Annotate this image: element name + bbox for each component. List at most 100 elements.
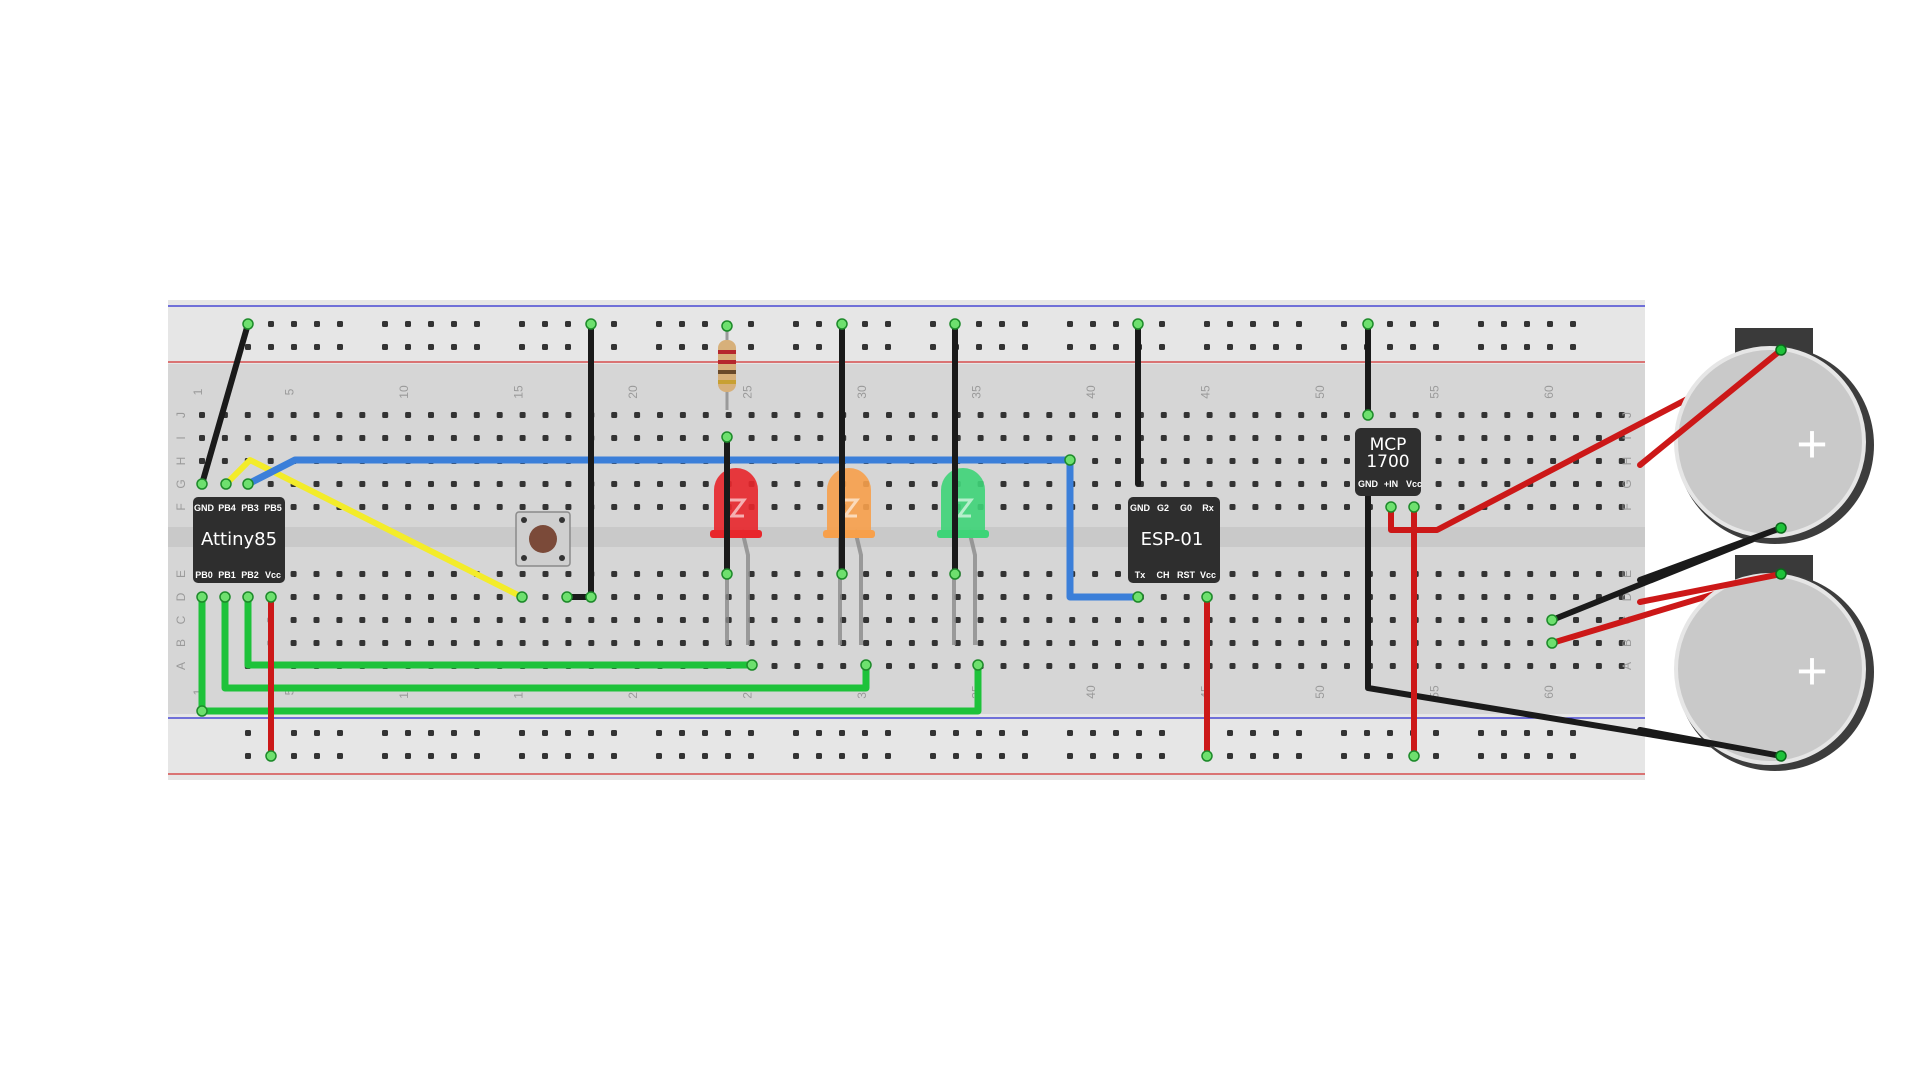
breadboard-hole (382, 481, 389, 487)
breadboard-hole (1046, 481, 1053, 487)
rail-hole (314, 753, 320, 759)
wire-end (1362, 409, 1374, 421)
esp01-pin-rx: Rx (1202, 503, 1214, 513)
rail-hole (337, 344, 343, 350)
rail-hole (1501, 344, 1507, 350)
wire-end (1064, 454, 1076, 466)
breadboard-hole (267, 458, 274, 464)
breadboard-hole (1023, 594, 1030, 600)
breadboard-hole (1183, 594, 1190, 600)
breadboard-hole (908, 435, 915, 441)
breadboard-hole (1550, 412, 1557, 418)
breadboard-hole (657, 617, 663, 623)
rail-hole (1113, 753, 1119, 759)
breadboard-hole (1137, 617, 1144, 623)
rail-hole (839, 753, 845, 759)
rail-hole (1136, 753, 1142, 759)
rail-hole (1433, 344, 1439, 350)
breadboard-hole (611, 435, 618, 441)
rail-hole (1433, 730, 1439, 736)
rail-hole (291, 344, 297, 350)
breadboard-hole (1275, 412, 1282, 418)
rail-hole (1341, 344, 1347, 350)
breadboard-hole (1435, 594, 1442, 600)
button-cap[interactable] (529, 525, 557, 553)
breadboard-hole (1458, 412, 1465, 418)
breadboard-hole (657, 435, 663, 441)
breadboard-hole (1573, 412, 1579, 418)
breadboard-hole (1321, 571, 1328, 577)
breadboard-hole (931, 504, 938, 510)
breadboard-hole (1298, 571, 1305, 577)
rail-hole (748, 321, 754, 327)
breadboard-hole (1069, 435, 1076, 441)
wire-end (746, 659, 758, 671)
breadboard-hole (748, 571, 755, 577)
attiny85-pin-pb3: PB3 (241, 503, 259, 513)
breadboard-hole (1618, 640, 1625, 646)
breadboard-hole (1527, 617, 1534, 623)
breadboard-hole (1389, 571, 1396, 577)
breadboard-hole (359, 435, 366, 441)
breadboard-hole (1298, 458, 1305, 464)
breadboard-hole (542, 435, 549, 441)
breadboard-hole (1595, 458, 1602, 464)
breadboard-hole (794, 412, 801, 418)
rail-hole (474, 730, 480, 736)
breadboard-hole (748, 412, 755, 418)
breadboard-hole (748, 640, 755, 646)
rail-hole (405, 730, 411, 736)
breadboard-hole (634, 435, 641, 441)
breadboard-hole (1298, 640, 1305, 646)
breadboard-hole (1321, 412, 1328, 418)
column-number-top: 20 (626, 385, 640, 399)
rail-hole (428, 321, 434, 327)
rail-hole (405, 753, 411, 759)
breadboard-hole (1481, 663, 1488, 669)
rail-hole (1159, 321, 1165, 327)
wire-end (949, 568, 961, 580)
breadboard-hole (1023, 412, 1030, 418)
breadboard-hole (1550, 458, 1557, 464)
breadboard-hole (1137, 640, 1144, 646)
breadboard-hole (1046, 594, 1053, 600)
wire-end (242, 478, 254, 490)
breadboard-hole (1504, 617, 1511, 623)
breadboard-hole (794, 663, 801, 669)
rail-hole (451, 753, 457, 759)
breadboard-hole (1435, 412, 1442, 418)
rail-hole (816, 730, 822, 736)
rail-hole (1296, 730, 1302, 736)
wire-end (1201, 750, 1213, 762)
breadboard-hole (428, 481, 434, 487)
breadboard-hole (748, 617, 755, 623)
column-number-top: 30 (855, 385, 869, 399)
breadboard-hole (313, 640, 320, 646)
rail-hole (1570, 321, 1576, 327)
breadboard-hole (1595, 435, 1602, 441)
breadboard-hole (1321, 640, 1328, 646)
rail-hole (1478, 730, 1484, 736)
row-letter: I (1620, 436, 1634, 439)
breadboard-hole (1527, 663, 1534, 669)
breadboard-hole (886, 504, 892, 510)
breadboard-hole (1023, 571, 1030, 577)
breadboard-hole (611, 640, 618, 646)
breadboard-hole (1618, 458, 1625, 464)
wire-end (860, 659, 872, 671)
column-number-top: 60 (1542, 385, 1556, 399)
breadboard-hole (1298, 617, 1305, 623)
rail-hole (679, 344, 685, 350)
rail-hole (1090, 321, 1096, 327)
rail-hole (245, 344, 251, 350)
breadboard-hole (886, 412, 892, 418)
breadboard-hole (1115, 640, 1121, 646)
push-button[interactable] (515, 511, 571, 567)
breadboard-hole (1023, 663, 1030, 669)
breadboard-hole (428, 617, 434, 623)
breadboard-hole (1573, 594, 1579, 600)
rail-hole (588, 753, 594, 759)
breadboard-hole (496, 481, 503, 487)
rail-hole (1067, 753, 1073, 759)
rail-hole (1159, 753, 1165, 759)
